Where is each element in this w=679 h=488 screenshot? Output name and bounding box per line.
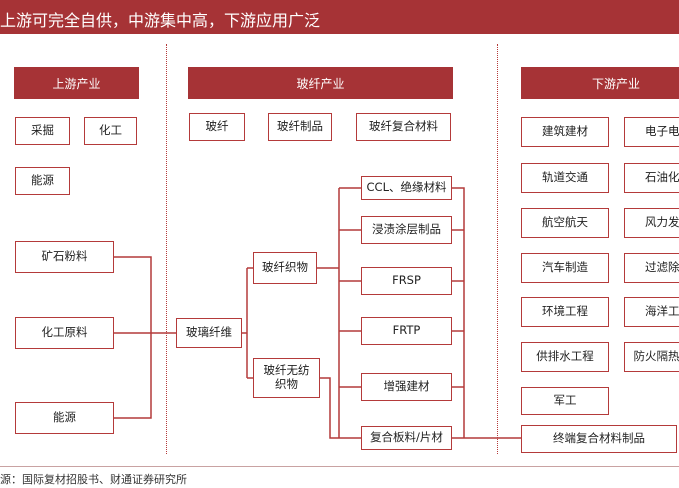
header-midstream: 玻纤产业 — [188, 67, 453, 99]
downstream-rail: 轨道交通 — [521, 163, 609, 193]
downstream-electronics: 电子电器 — [624, 117, 679, 147]
downstream-wind-power: 风力发电 — [624, 208, 679, 238]
downstream-petrochemical: 石油化工 — [624, 163, 679, 193]
product-impregnated: 浸渍涂层制品 — [361, 216, 452, 244]
connector-nonwoven-panel — [320, 377, 339, 439]
connector-upstream-bracket — [114, 256, 152, 419]
downstream-construction: 建筑建材 — [521, 117, 609, 147]
separator-right — [497, 44, 498, 454]
downstream-filtration: 过滤除尘 — [624, 253, 679, 283]
midstream-item-fiberglass: 玻纤 — [189, 113, 245, 141]
upstream-item-energy: 能源 — [15, 167, 70, 195]
footer-divider — [0, 466, 679, 467]
upstream-item-mining: 采掘 — [15, 117, 70, 145]
downstream-automotive: 汽车制造 — [521, 253, 609, 283]
raw-material-energy: 能源 — [15, 402, 114, 434]
upstream-item-chemical: 化工 — [84, 117, 137, 145]
downstream-environmental: 环境工程 — [521, 297, 609, 327]
title-bar: 上游可完全自供，中游集中高，下游应用广泛 — [0, 0, 679, 34]
midstream-item-composites: 玻纤复合材料 — [356, 113, 451, 141]
product-frsp: FRSP — [361, 267, 452, 295]
raw-material-chemical: 化工原料 — [15, 317, 114, 349]
product-frtp: FRTP — [361, 317, 452, 345]
downstream-end-product: 终端复合材料制品 — [521, 425, 677, 453]
product-reinforced-building: 增强建材 — [361, 373, 452, 401]
downstream-marine: 海洋工程 — [624, 297, 679, 327]
intermediate-nonwoven: 玻纤无纺 织物 — [253, 358, 320, 398]
downstream-aerospace: 航空航天 — [521, 208, 609, 238]
downstream-fireproof: 防火隔热材料 — [624, 342, 679, 372]
source-note: 源：国际复材招股书、财通证券研究所 — [0, 473, 187, 486]
downstream-military: 军工 — [521, 387, 609, 415]
product-panel-sheet: 复合板料/片材 — [361, 426, 452, 450]
header-downstream: 下游产业 — [521, 67, 679, 99]
intermediate-fabric: 玻纤织物 — [253, 252, 317, 284]
header-upstream: 上游产业 — [14, 67, 139, 99]
raw-material-ore: 矿石粉料 — [15, 241, 114, 273]
connector-products-bracket — [452, 187, 465, 438]
product-ccl: CCL、绝缘材料 — [361, 176, 452, 200]
core-glass-fiber: 玻璃纤维 — [176, 318, 242, 348]
midstream-item-products: 玻纤制品 — [268, 113, 332, 141]
separator-left — [166, 44, 167, 454]
page-title: 上游可完全自供，中游集中高，下游应用广泛 — [0, 11, 321, 30]
downstream-water-supply: 供排水工程 — [521, 342, 609, 372]
